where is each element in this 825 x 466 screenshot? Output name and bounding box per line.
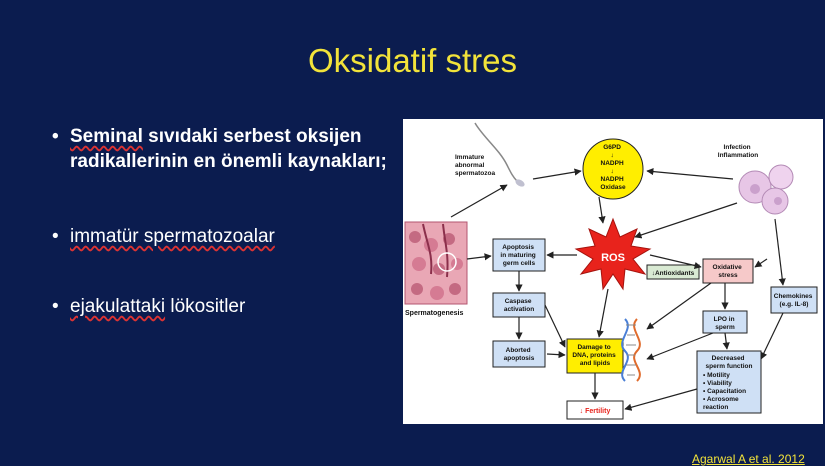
- bullet-item: Seminal sıvıdaki serbest oksijen radikal…: [52, 124, 402, 174]
- sperm-image: [474, 122, 525, 187]
- diagram-svg: Spermatogenesis Immature abnormal sperma…: [404, 122, 818, 420]
- oxidative-stress-diagram: Spermatogenesis Immature abnormal sperma…: [403, 119, 823, 424]
- ros-burst: [574, 217, 652, 291]
- bullet-list: Seminal sıvıdaki serbest oksijen radikal…: [52, 124, 402, 319]
- spermatogenesis-image: [404, 221, 468, 305]
- apoptosis-label: Apoptosis in maturing germ cells: [500, 244, 537, 267]
- fertility-box: [566, 400, 624, 420]
- bullet-text: sıvıdaki serbest oksijen radikallerinin …: [70, 126, 387, 172]
- oxidative-stress-box: [702, 258, 754, 284]
- antioxidants-label: ↓Antioxidants: [652, 270, 695, 277]
- bullet-item: ejakulattaki lökositler: [52, 294, 402, 319]
- diagram-arrows: [450, 168, 786, 411]
- citation: Agarwal A et al. 2012: [692, 452, 805, 466]
- chemokines-box: [770, 286, 818, 314]
- bullet-text: lökositler: [165, 296, 246, 317]
- decreased-function-label: Decreased sperm function: [706, 355, 753, 370]
- damage-box: [566, 338, 624, 374]
- oxidative-stress-label: Oxidative stress: [712, 264, 743, 279]
- bullet-item: immatür spermatozoalar: [52, 224, 402, 249]
- decreased-function-box: [696, 350, 762, 414]
- leukocyte-image: [738, 164, 794, 215]
- decreased-function-items: • Motility • Viability • Capacitation • …: [703, 372, 748, 411]
- aborted-apoptosis-label: Aborted apoptosis: [504, 347, 535, 362]
- caspase-label: Caspase activation: [504, 298, 534, 313]
- bullet-underlined-text: immatür spermatozoalar: [70, 226, 275, 247]
- aborted-apoptosis-box: [492, 340, 546, 368]
- chemokines-label: Chemokines (e.g. IL-8): [774, 293, 814, 308]
- spermatogenesis-label: Spermatogenesis: [405, 310, 463, 317]
- dna-helix-image: [621, 318, 641, 382]
- antioxidants-box: [646, 264, 700, 280]
- damage-label: Damage to DNA, proteins and lipids: [572, 344, 617, 367]
- infection-label: Infection Inflammation: [718, 144, 758, 159]
- caspase-box: [492, 292, 546, 318]
- bullet-underlined-text: Seminal: [70, 126, 143, 147]
- fertility-label: ↓ Fertility: [580, 408, 611, 415]
- slide-title: Oksidatif stres: [307, 42, 518, 79]
- g6pd-circle: [582, 138, 644, 200]
- g6pd-circle-label: G6PD ↓ NADPH ↓ NADPH Oxidase: [600, 144, 626, 191]
- ros-label: ROS: [601, 252, 625, 264]
- lpo-label: LPO in sperm: [714, 316, 737, 331]
- bullet-underlined-text: ejakulattaki: [70, 296, 166, 317]
- immature-label: Immature abnormal spermatozoa: [455, 154, 495, 177]
